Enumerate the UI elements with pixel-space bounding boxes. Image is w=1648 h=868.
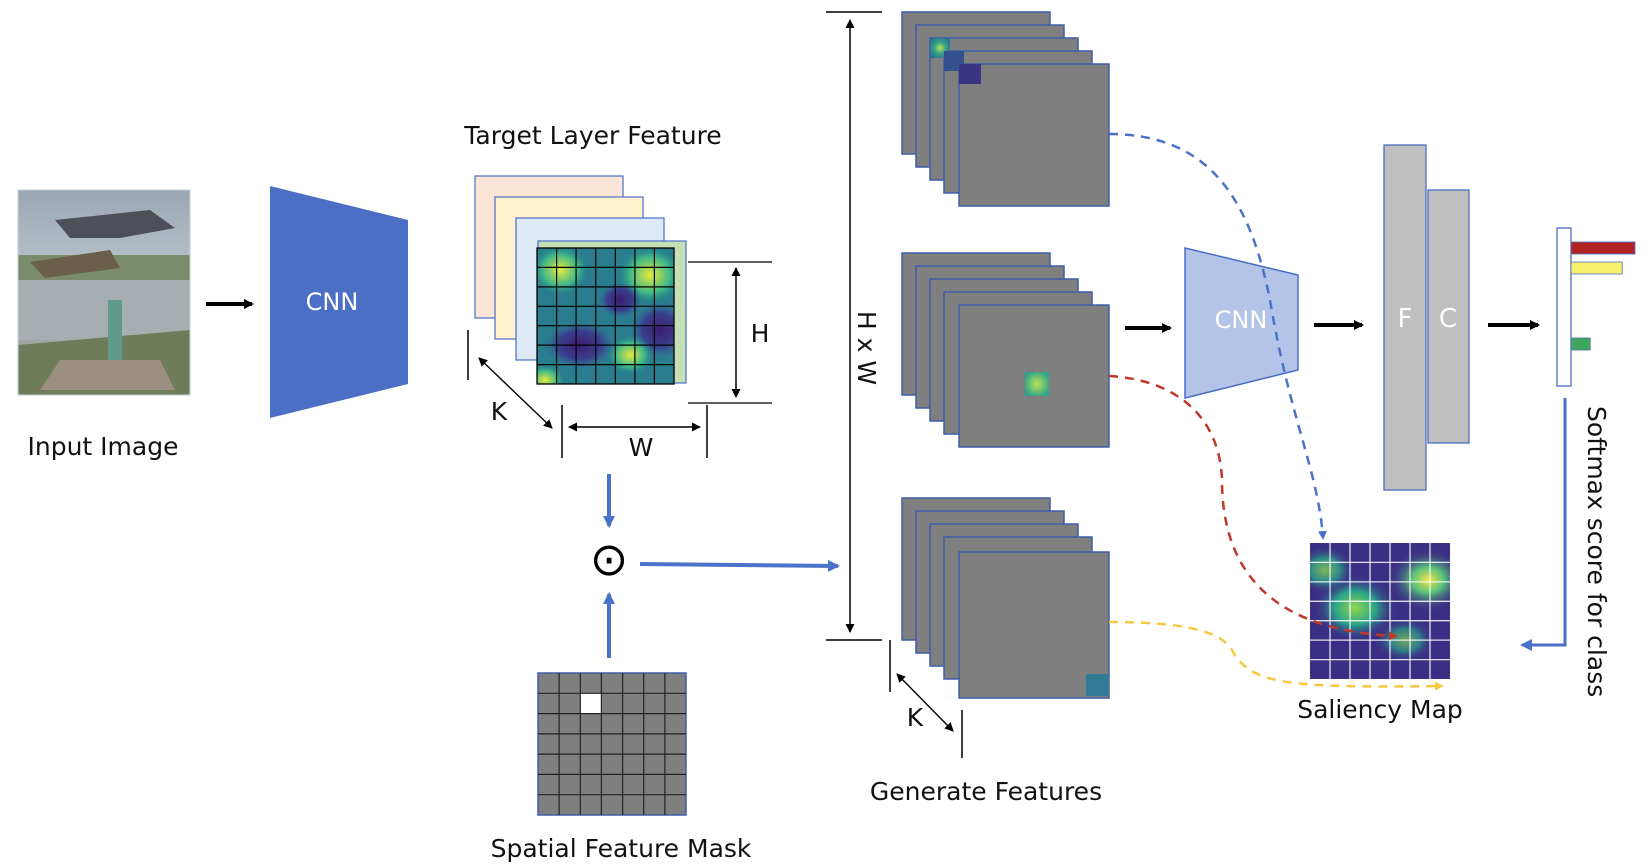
cnn-left-block	[270, 186, 408, 418]
dim-k-right-label: K	[907, 703, 924, 732]
cnn-right-block	[1184, 247, 1299, 399]
fc-c-label: C	[1439, 304, 1457, 334]
dashed-flow-bottom	[1108, 620, 1444, 691]
dashed-flow-middle	[1108, 374, 1398, 641]
mask-active-cell	[580, 693, 601, 713]
generated-stack-top	[901, 11, 1110, 207]
fc-f-label: F	[1398, 304, 1413, 334]
input-image-label: Input Image	[28, 432, 179, 461]
saliency-map-label: Saliency Map	[1297, 695, 1463, 724]
generated-stack-middle	[901, 252, 1110, 448]
softmax-bar-yellow	[1570, 261, 1623, 275]
generated-stack-bottom	[901, 497, 1110, 699]
dashed-flow-top	[1108, 132, 1327, 540]
spatial-mask	[537, 672, 687, 816]
target-heatmap	[537, 248, 674, 384]
dim-h-label: H	[751, 319, 770, 348]
target-layer-label: Target Layer Feature	[463, 121, 721, 150]
cnn-left-label: CNN	[306, 288, 359, 316]
dim-k-left-label: K	[491, 397, 508, 426]
dimension-k-right	[889, 640, 963, 758]
dimension-hxw	[826, 11, 882, 641]
cnn-right-label: CNN	[1215, 306, 1268, 334]
spatial-mask-label: Spatial Feature Mask	[491, 834, 752, 863]
softmax-axis	[1556, 227, 1572, 387]
softmax-bar-green	[1570, 337, 1591, 351]
arrow-product-to-generate	[639, 559, 840, 572]
softmax-bars	[1570, 241, 1636, 351]
generate-features-label: Generate Features	[870, 777, 1102, 806]
dim-hxw-label: H x W	[852, 311, 881, 385]
arrow-softmax-to-saliency	[1520, 398, 1567, 651]
input-image	[17, 189, 191, 396]
dimension-h	[688, 261, 772, 404]
hadamard-product-symbol: ⊙	[590, 532, 629, 586]
saliency-map	[1310, 543, 1450, 679]
target-grid	[536, 247, 675, 385]
softmax-bar-red	[1570, 241, 1636, 255]
softmax-label: Softmax score for class	[1582, 406, 1611, 697]
dimension-w	[561, 405, 708, 458]
dimension-k-left	[467, 330, 553, 429]
fc-layer-f	[1383, 144, 1427, 491]
dim-w-label: W	[629, 433, 654, 462]
fc-layer-c	[1427, 189, 1470, 444]
